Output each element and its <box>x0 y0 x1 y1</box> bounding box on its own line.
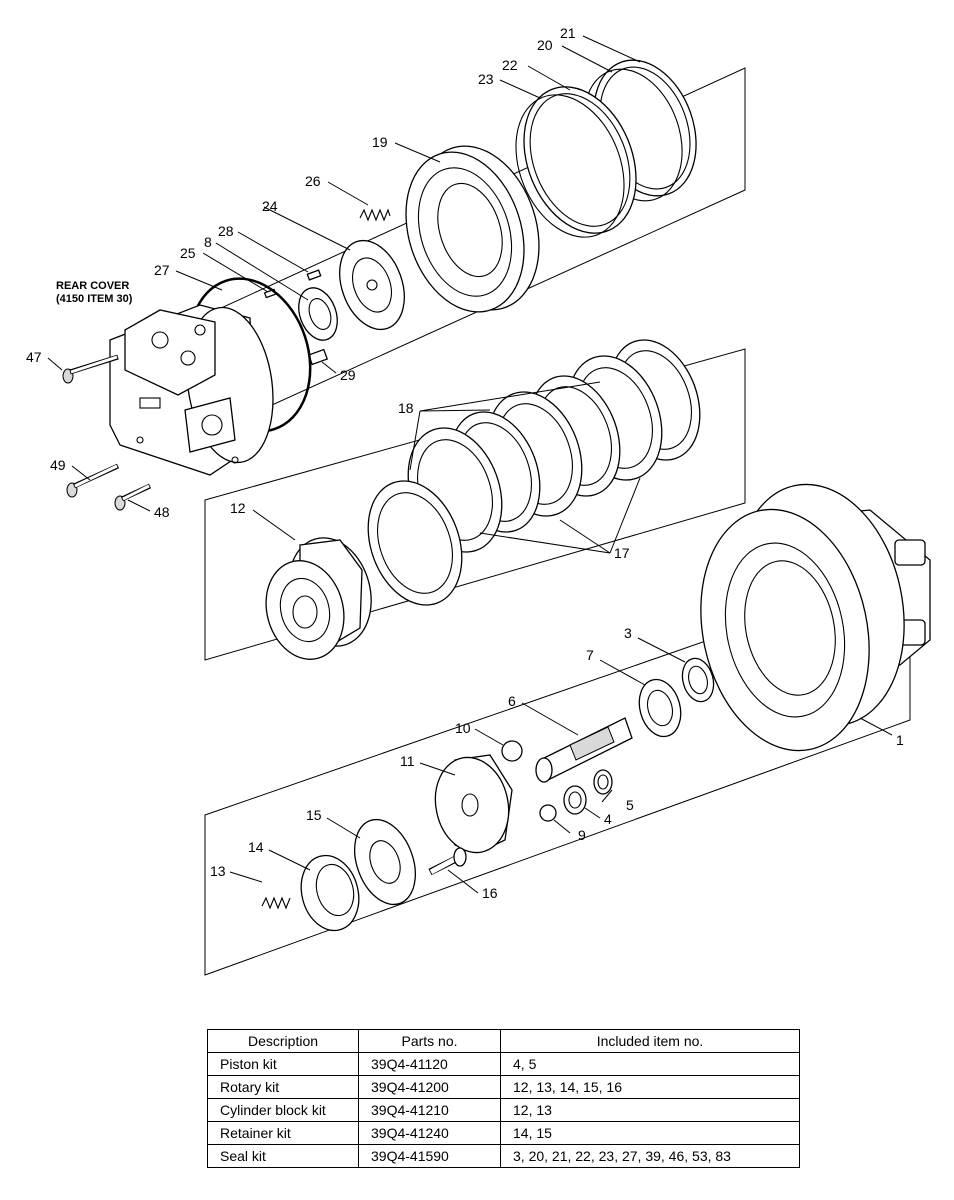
table-row: Retainer kit 39Q4-41240 14, 15 <box>207 1121 800 1145</box>
callout-7: 7 <box>586 647 594 663</box>
leader-lines <box>47 35 893 894</box>
row-parts-no: 39Q4-41210 <box>358 1098 501 1122</box>
part-9-ball <box>539 804 557 822</box>
part-6-shaft <box>535 717 633 783</box>
callout-14: 14 <box>248 839 264 855</box>
callout-6: 6 <box>508 693 516 709</box>
row-parts-no: 39Q4-41200 <box>358 1075 501 1099</box>
callout-9: 9 <box>578 827 586 843</box>
callout-11: 11 <box>400 753 415 769</box>
part-47-bolt <box>62 354 119 384</box>
row-included-items: 4, 5 <box>500 1052 800 1076</box>
rear-cover-note-line-2: (4150 ITEM 30) <box>56 293 133 305</box>
kit-table-header: Description Parts no. Included item no. <box>207 1029 800 1053</box>
callout-8: 8 <box>204 234 212 250</box>
row-description: Piston kit <box>207 1052 359 1076</box>
frame-bottom <box>204 569 911 976</box>
callout-19: 19 <box>372 134 388 150</box>
exploded-parts-diagram: REAR COVER (4150 ITEM 30) 21 20 22 23 19… <box>26 25 931 976</box>
callout-24: 24 <box>262 198 278 214</box>
kit-table: Description Parts no. Included item no. … <box>207 1029 800 1168</box>
row-parts-no: 39Q4-41120 <box>358 1052 501 1076</box>
part-22-ring <box>523 86 637 234</box>
part-11-swash-plate <box>434 754 513 854</box>
row-parts-no: 39Q4-41590 <box>358 1144 501 1168</box>
callout-29: 29 <box>340 367 356 383</box>
part-5-ring <box>593 769 613 795</box>
part-3-seal <box>681 657 715 703</box>
table-row: Rotary kit 39Q4-41200 12, 13, 14, 15, 16 <box>207 1075 800 1099</box>
part-16-pin <box>428 847 467 876</box>
callout-18: 18 <box>398 400 414 416</box>
callout-48: 48 <box>154 504 170 520</box>
part-28-pin <box>306 269 322 281</box>
callout-13: 13 <box>210 863 226 879</box>
part-14-retainer <box>300 854 360 932</box>
callout-10: 10 <box>455 720 471 736</box>
row-description: Rotary kit <box>207 1075 359 1099</box>
part-49-bolt <box>66 463 120 498</box>
part-13-spring <box>261 896 291 910</box>
part-1-housing <box>700 483 931 752</box>
callout-5: 5 <box>626 797 634 813</box>
row-description: Seal kit <box>207 1144 359 1168</box>
part-8-bearing <box>298 287 338 341</box>
col-description: Description <box>207 1029 359 1053</box>
callout-28: 28 <box>218 223 234 239</box>
col-parts-no: Parts no. <box>358 1029 501 1053</box>
part-7-bearing <box>638 678 682 738</box>
part-23-ring <box>515 94 625 238</box>
row-parts-no: 39Q4-41240 <box>358 1121 501 1145</box>
part-17-18-plates <box>367 339 701 606</box>
part-10-ball <box>501 740 523 762</box>
callout-1: 1 <box>896 732 904 748</box>
callout-49: 49 <box>50 457 66 473</box>
callout-25: 25 <box>180 245 196 261</box>
callout-15: 15 <box>306 807 322 823</box>
callout-26: 26 <box>305 173 321 189</box>
row-included-items: 12, 13, 14, 15, 16 <box>500 1075 800 1099</box>
callout-12: 12 <box>230 500 246 516</box>
callout-47: 47 <box>26 349 42 365</box>
callout-23: 23 <box>478 71 494 87</box>
part-26-spring <box>359 208 391 222</box>
callout-17: 17 <box>614 545 630 561</box>
callout-22: 22 <box>502 57 518 73</box>
callout-21: 21 <box>560 25 576 41</box>
callout-3: 3 <box>624 625 632 641</box>
col-included-items: Included item no. <box>500 1029 800 1053</box>
part-48-bolt <box>114 483 152 511</box>
row-description: Cylinder block kit <box>207 1098 359 1122</box>
part-4-piston <box>563 785 587 815</box>
callout-20: 20 <box>537 37 553 53</box>
part-12-cylinder-block <box>265 537 372 660</box>
table-row: Piston kit 39Q4-41120 4, 5 <box>207 1052 800 1076</box>
callout-4: 4 <box>604 811 612 827</box>
callout-27: 27 <box>154 262 170 278</box>
row-description: Retainer kit <box>207 1121 359 1145</box>
part-29-pin <box>307 348 329 366</box>
row-included-items: 3, 20, 21, 22, 23, 27, 39, 46, 53, 83 <box>500 1144 800 1168</box>
rear-cover-note-line-1: REAR COVER <box>56 280 129 292</box>
row-included-items: 12, 13 <box>500 1098 800 1122</box>
table-row: Cylinder block kit 39Q4-41210 12, 13 <box>207 1098 800 1122</box>
callout-16: 16 <box>482 885 498 901</box>
part-19-carrier <box>405 145 540 313</box>
part-24-plate <box>339 239 405 331</box>
rear-cover <box>109 304 274 476</box>
table-row: Seal kit 39Q4-41590 3, 20, 21, 22, 23, 2… <box>207 1144 800 1168</box>
row-included-items: 14, 15 <box>500 1121 800 1145</box>
part-15-shoe-plate <box>354 818 416 906</box>
